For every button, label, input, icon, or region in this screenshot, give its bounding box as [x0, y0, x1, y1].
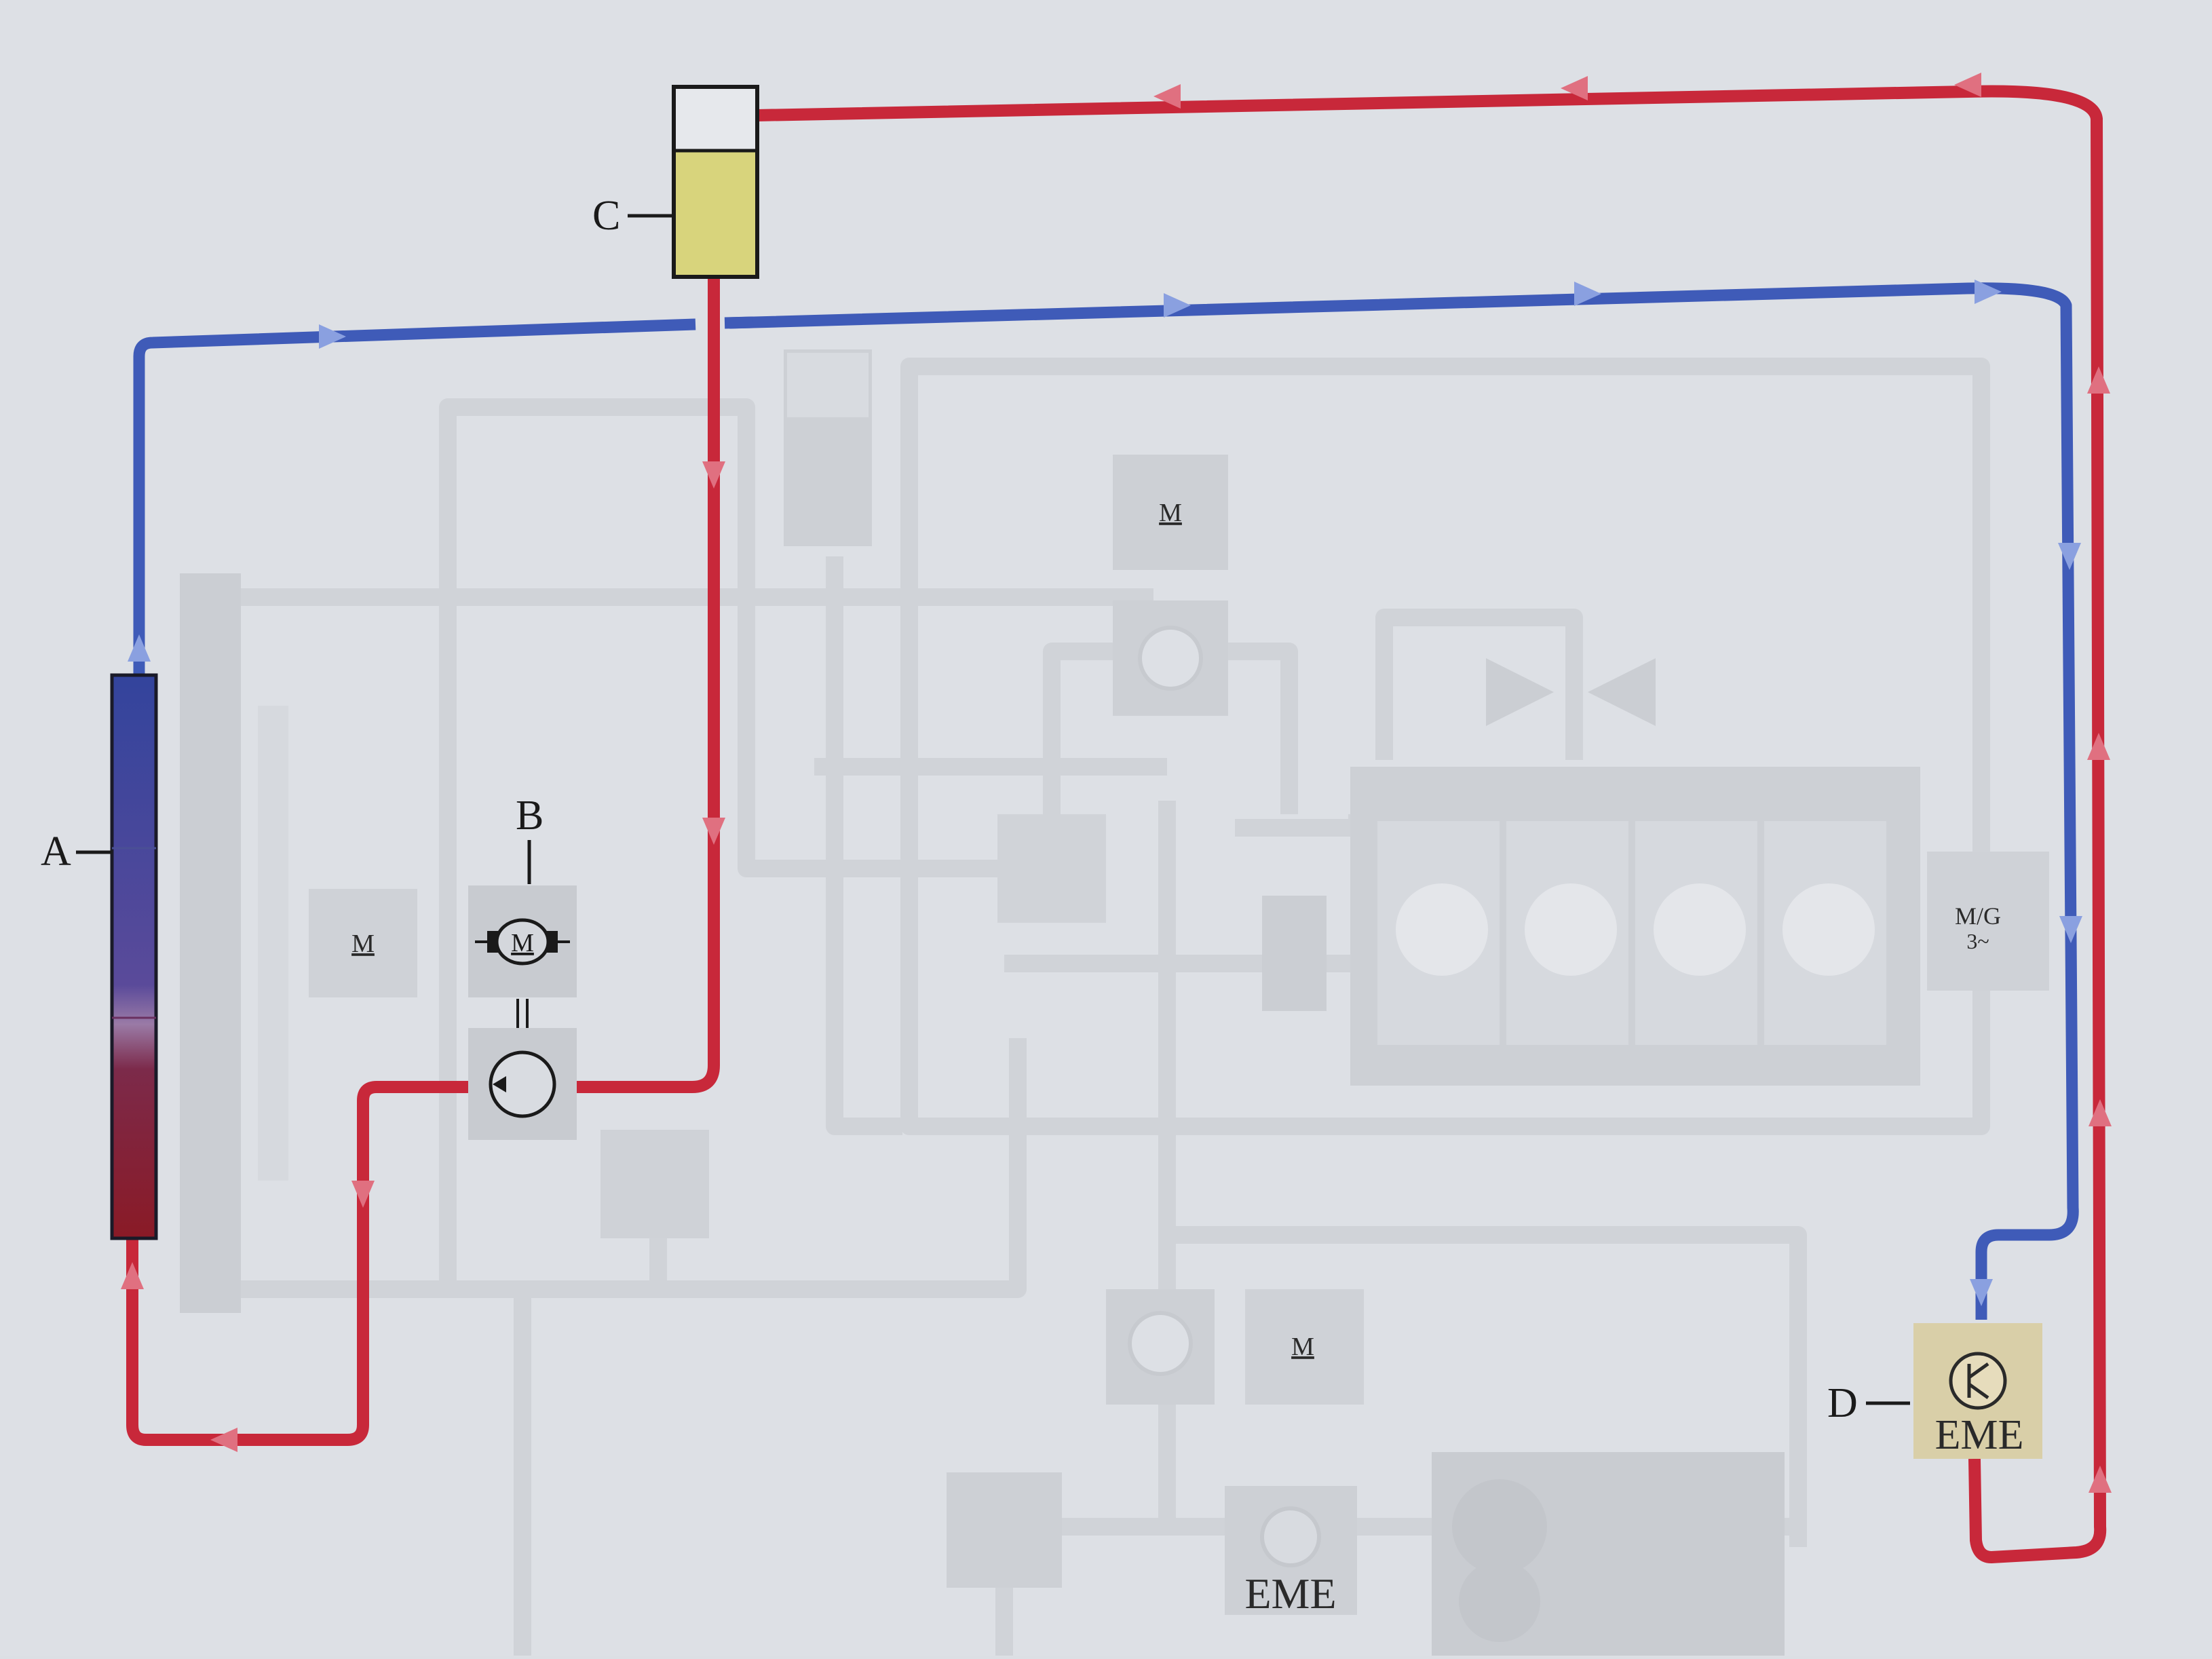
transistor-icon [1949, 1352, 2007, 1410]
power-electronics-unit: EME [1913, 1323, 2042, 1459]
lower-eme-label: EME [1244, 1569, 1336, 1618]
fan-motor-label: M [351, 930, 375, 958]
label-c: C [592, 193, 620, 239]
ghost-lower-thermostat [947, 1472, 1062, 1588]
hot-coolant-line [126, 85, 2107, 1563]
pump-icon [489, 1050, 556, 1118]
reservoir-fluid [676, 151, 755, 275]
ghost-lower-motor-box [1245, 1289, 1364, 1405]
radiator-core [110, 673, 158, 1240]
cold-coolant-line [133, 282, 2079, 1320]
cold-line-segment [724, 316, 754, 329]
ghost-valve-left [1486, 658, 1554, 726]
ghost-fan-motor-box [309, 889, 417, 997]
motor-generator-label-line1: M/G [1955, 902, 2001, 930]
label-d: D [1827, 1380, 1858, 1426]
label-a: A [41, 828, 71, 875]
pump-motor-label: M [511, 929, 534, 957]
expansion-reservoir [672, 85, 759, 279]
ghost-component-labels: M M M M/G 3~ EME [351, 499, 2001, 1618]
ghost-valve-right [1588, 658, 1656, 726]
hot-line-flow-arrows [121, 73, 2112, 1493]
ghost-radiator-core [180, 573, 241, 1313]
ghost-sensor-block [1262, 896, 1327, 1011]
electric-coolant-pump: M [468, 885, 577, 1140]
ghost-fan-housing [258, 706, 288, 1181]
callout-labels: A B C D [41, 193, 1910, 1426]
label-b: B [516, 793, 544, 839]
bottom-motor-label: M [1291, 1333, 1314, 1361]
eme-label: EME [1935, 1412, 2024, 1458]
background-components [180, 349, 2049, 1656]
ghost-top-motor-box [1113, 455, 1228, 570]
motor-generator-label-line2: 3~ [1966, 929, 1989, 953]
ghost-motor-generator-box [1927, 852, 2049, 991]
ghost-lower-valve [600, 1130, 709, 1238]
radiator [110, 673, 158, 1240]
top-motor-label: M [1159, 499, 1182, 527]
ghost-thermostat [997, 814, 1106, 923]
cold-line-flow-arrows [128, 280, 2082, 1306]
